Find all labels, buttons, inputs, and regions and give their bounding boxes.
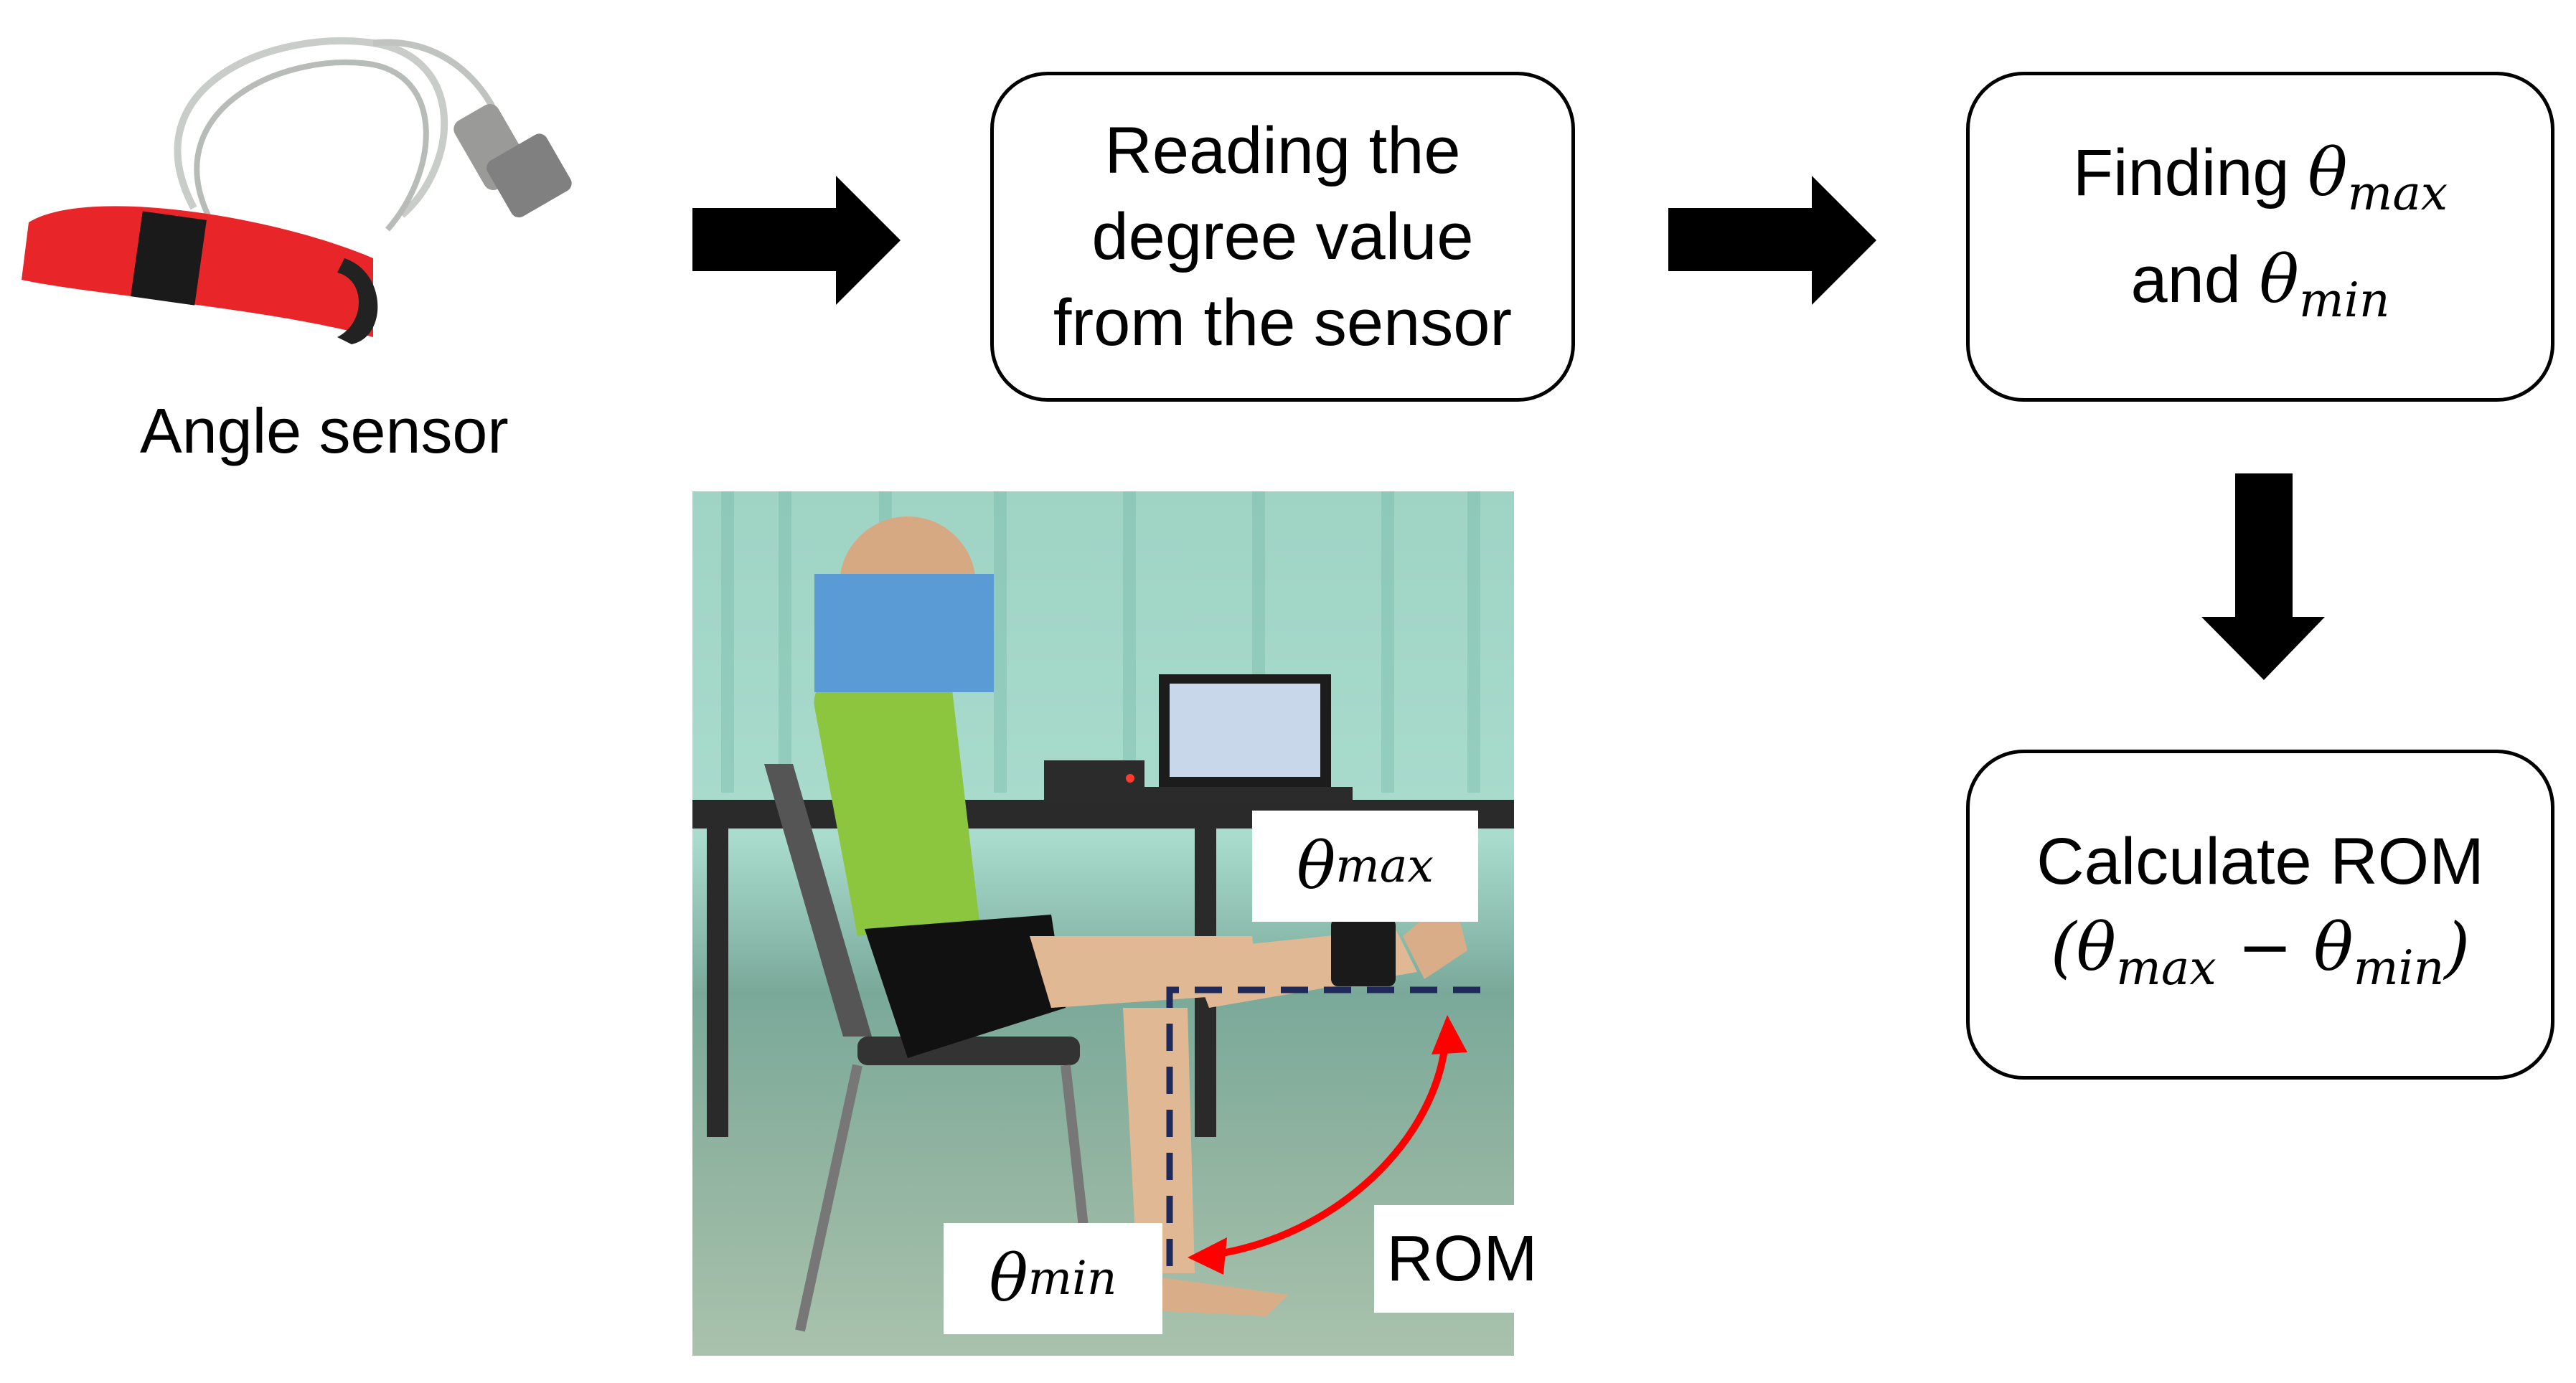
reading-line-1: Reading the [1104, 114, 1461, 187]
finding-line-1: Finding θmax [2072, 134, 2448, 221]
arc-arrowhead-icon [1188, 1237, 1227, 1275]
rom-formula: (θmax − θmin) [2050, 908, 2471, 996]
arc-arrowhead-icon [1432, 1015, 1467, 1054]
sensor-caption: Angle sensor [140, 395, 509, 466]
angle-sensor-image [22, 37, 572, 344]
reading-line-3: from the sensor [1053, 286, 1513, 359]
right-arrow-icon [692, 176, 901, 305]
knee-measurement-photo [692, 491, 1514, 1356]
calculate-line-1: Calculate ROM [2036, 824, 2484, 898]
finding-line-2: and θmin [2130, 241, 2390, 328]
theta-min: θmin [2259, 241, 2390, 328]
reading-step-box: Reading the degree value from the sensor [990, 72, 1575, 402]
theta-max: θmax [2308, 134, 2448, 221]
calculate-step-box: Calculate ROM (θmax − θmin) [1966, 750, 2554, 1080]
down-arrow-icon [2201, 473, 2325, 680]
dashed-guide [1166, 986, 1493, 1266]
face-blur [814, 574, 994, 692]
finding-step-box: Finding θmax and θmin [1966, 72, 2554, 402]
photo-scene [692, 491, 1514, 1332]
right-arrow-icon [1668, 176, 1876, 305]
reading-line-2: degree value [1091, 200, 1474, 273]
rom-label: ROM [1374, 1205, 1550, 1313]
rom-arc [1208, 1036, 1449, 1259]
